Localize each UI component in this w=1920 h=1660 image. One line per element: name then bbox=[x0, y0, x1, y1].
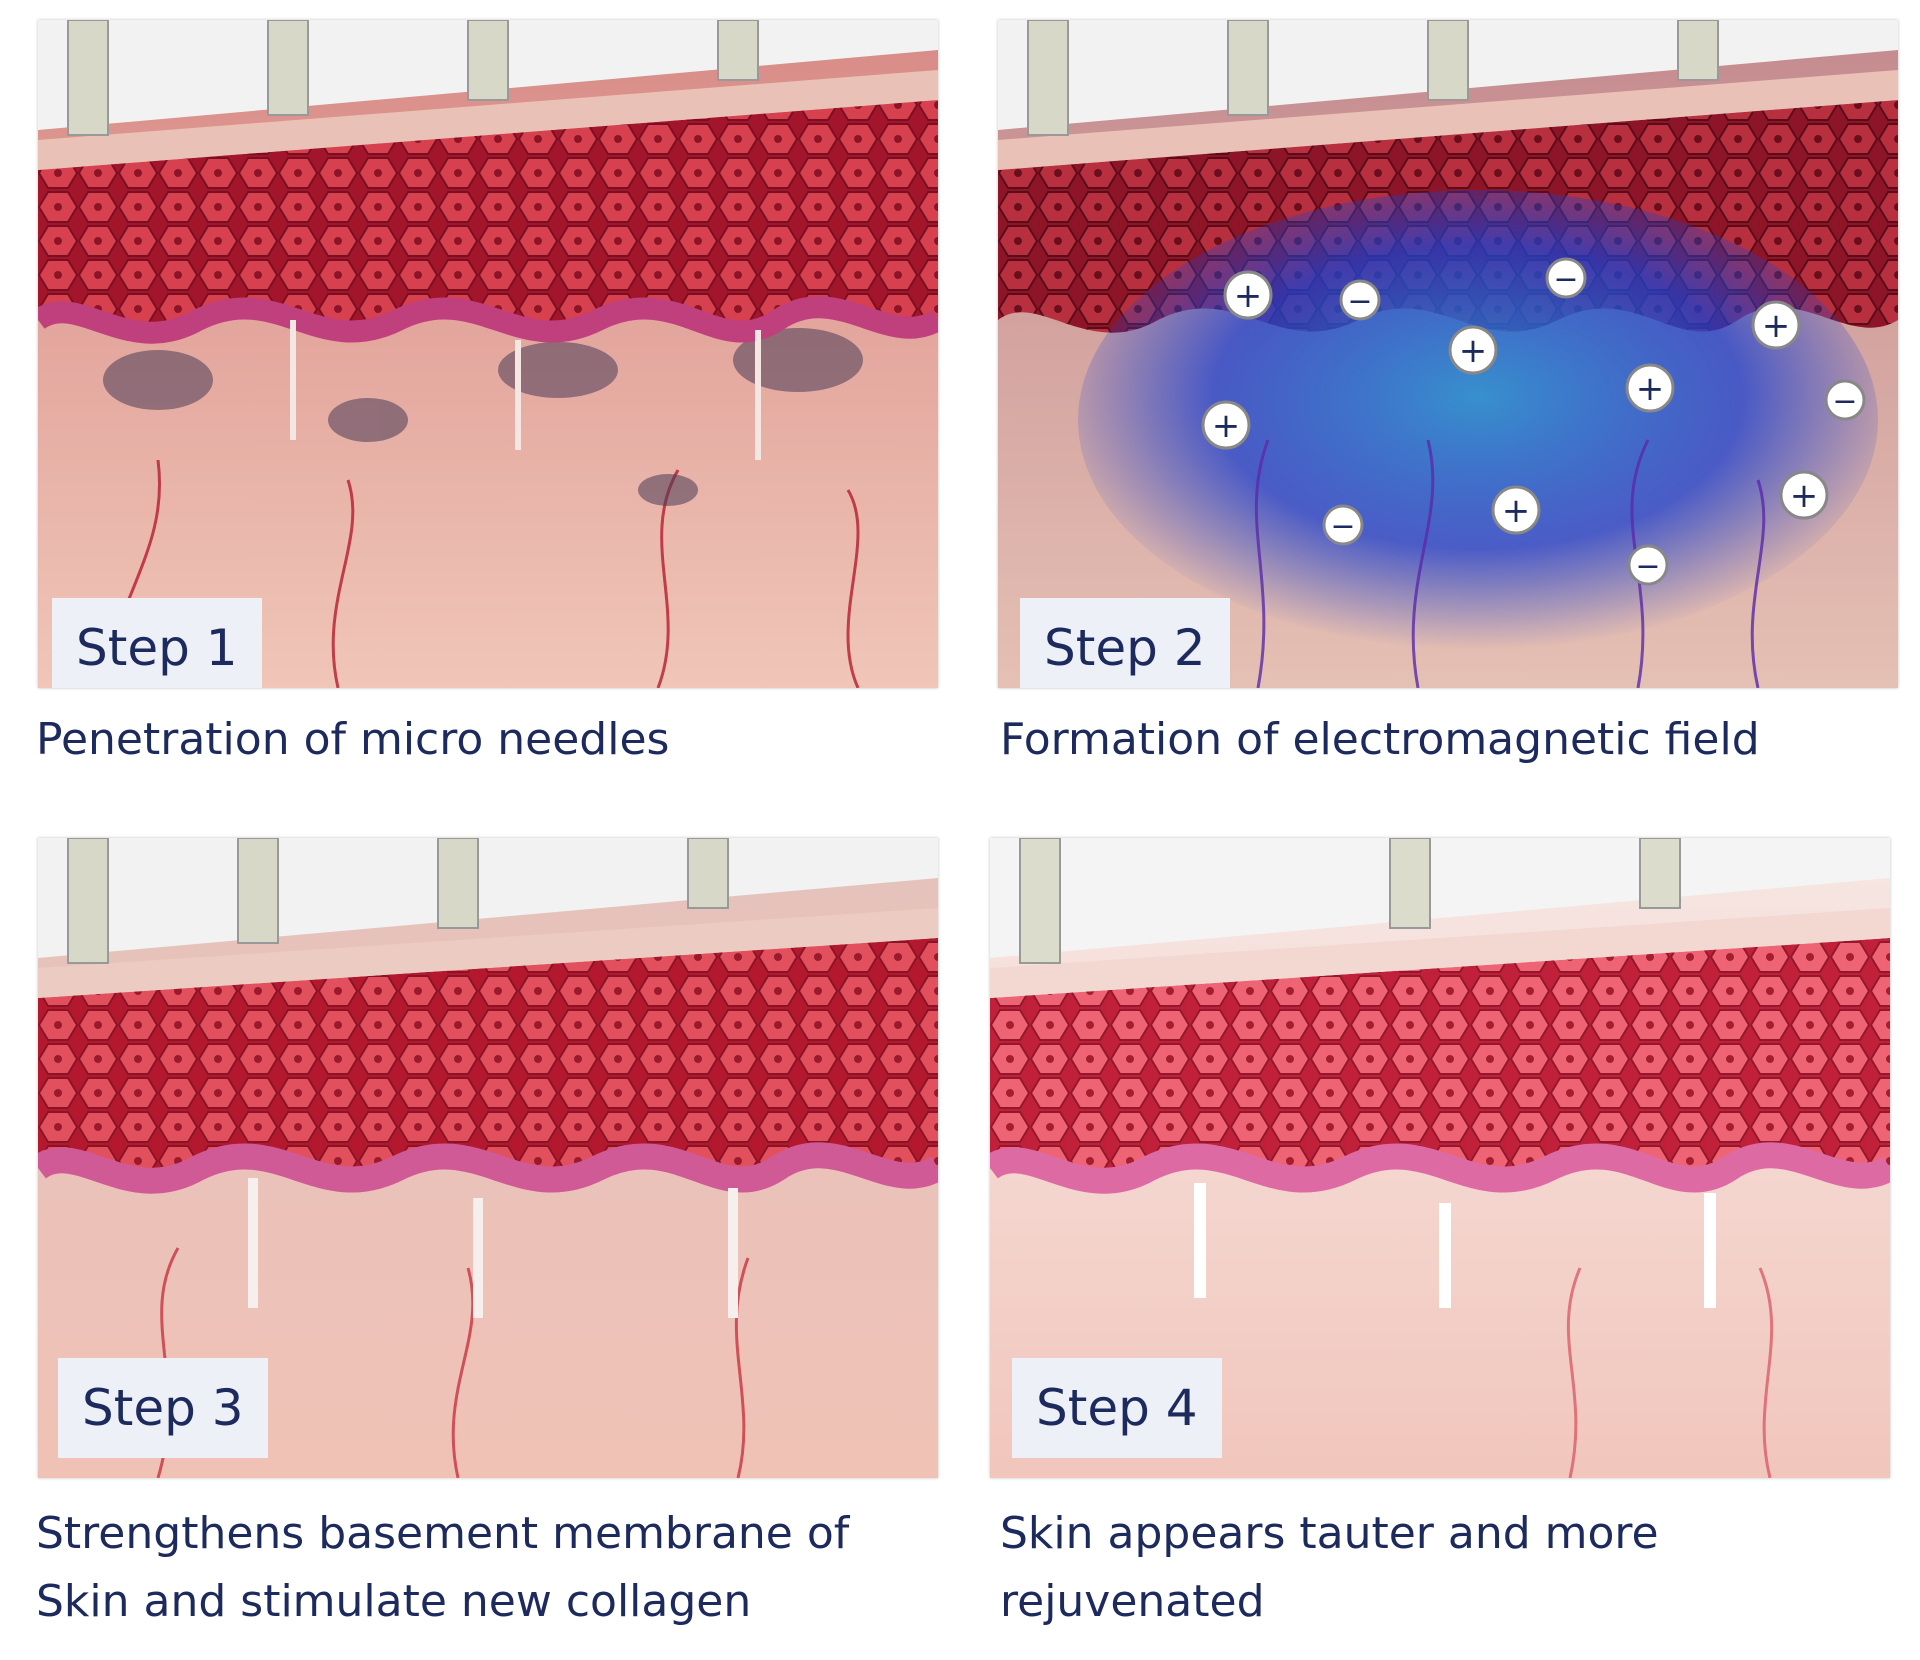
plus-icon: + bbox=[1493, 487, 1539, 533]
skin-cross-section bbox=[38, 20, 938, 688]
step-caption: Penetration of micro needles bbox=[36, 706, 669, 774]
svg-text:+: + bbox=[1459, 331, 1488, 371]
step-label: Step 4 bbox=[1012, 1358, 1222, 1458]
minus-icon: − bbox=[1826, 381, 1864, 419]
step-label: Step 1 bbox=[52, 598, 262, 688]
caption-line: Penetration of micro needles bbox=[36, 706, 669, 774]
step-caption: Skin appears tauter and more rejuvenated bbox=[1000, 1500, 1659, 1636]
step-caption: Strengthens basement membrane of Skin an… bbox=[36, 1500, 849, 1636]
caption-line: Strengthens basement membrane of bbox=[36, 1500, 849, 1568]
step-caption: Formation of electromagnetic field bbox=[1000, 706, 1760, 774]
svg-text:+: + bbox=[1762, 306, 1791, 346]
plus-icon: + bbox=[1450, 327, 1496, 373]
minus-icon: − bbox=[1629, 546, 1667, 584]
skin-illustration-step-4: Step 4 bbox=[990, 838, 1890, 1478]
step-label: Step 2 bbox=[1020, 598, 1230, 688]
caption-line: rejuvenated bbox=[1000, 1568, 1659, 1636]
svg-text:+: + bbox=[1234, 276, 1263, 316]
caption-line: Formation of electromagnetic field bbox=[1000, 706, 1760, 774]
svg-text:−: − bbox=[1553, 262, 1578, 297]
plus-icon: + bbox=[1203, 402, 1249, 448]
caption-line: Skin appears tauter and more bbox=[1000, 1500, 1659, 1568]
caption-line: Skin and stimulate new collagen bbox=[36, 1568, 849, 1636]
svg-text:−: − bbox=[1832, 384, 1857, 419]
svg-text:−: − bbox=[1347, 284, 1372, 319]
step-label: Step 3 bbox=[58, 1358, 268, 1458]
skin-illustration-step-3: Step 3 bbox=[38, 838, 938, 1478]
svg-text:−: − bbox=[1330, 509, 1355, 544]
svg-text:+: + bbox=[1502, 491, 1531, 531]
skin-illustration-step-2: + − − + + + − + − + − + Step 2 bbox=[998, 20, 1898, 688]
svg-text:+: + bbox=[1636, 369, 1665, 409]
minus-icon: − bbox=[1341, 281, 1379, 319]
plus-icon: + bbox=[1781, 472, 1827, 518]
svg-text:+: + bbox=[1790, 476, 1819, 516]
plus-icon: + bbox=[1627, 365, 1673, 411]
svg-text:+: + bbox=[1212, 406, 1241, 446]
minus-icon: − bbox=[1547, 259, 1585, 297]
plus-icon: + bbox=[1753, 302, 1799, 348]
skin-illustration-step-1: Step 1 bbox=[38, 20, 938, 688]
plus-icon: + bbox=[1225, 272, 1271, 318]
minus-icon: − bbox=[1324, 506, 1362, 544]
skin-cross-section: + − − + + + − + − + − + bbox=[998, 20, 1898, 688]
svg-text:−: − bbox=[1635, 549, 1660, 584]
